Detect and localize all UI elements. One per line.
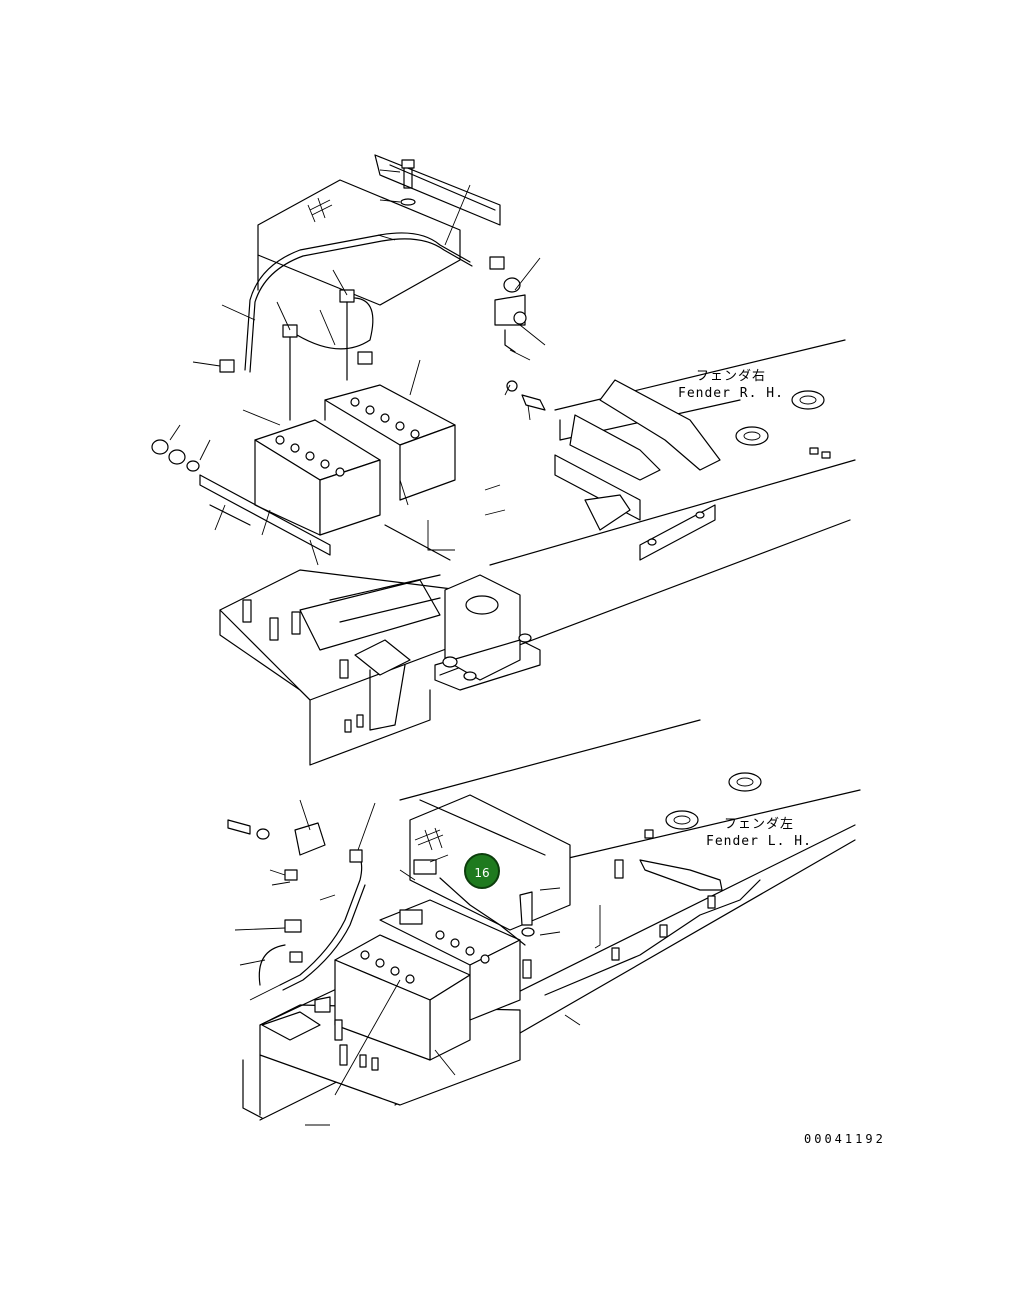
fender-lh-label-jp: フェンダ左 [724, 817, 795, 832]
drawing-code: 00041192 [804, 1132, 886, 1146]
fender-rh-label-jp: フェンダ右 [696, 369, 767, 384]
lower-assembly [227, 719, 861, 1126]
fender-lh-label-en: Fender L. H. [706, 834, 812, 849]
upper-assembly [151, 154, 856, 766]
fender-rh-label-en: Fender R. H. [678, 386, 784, 401]
part-callout-16[interactable]: 16 [464, 853, 500, 889]
